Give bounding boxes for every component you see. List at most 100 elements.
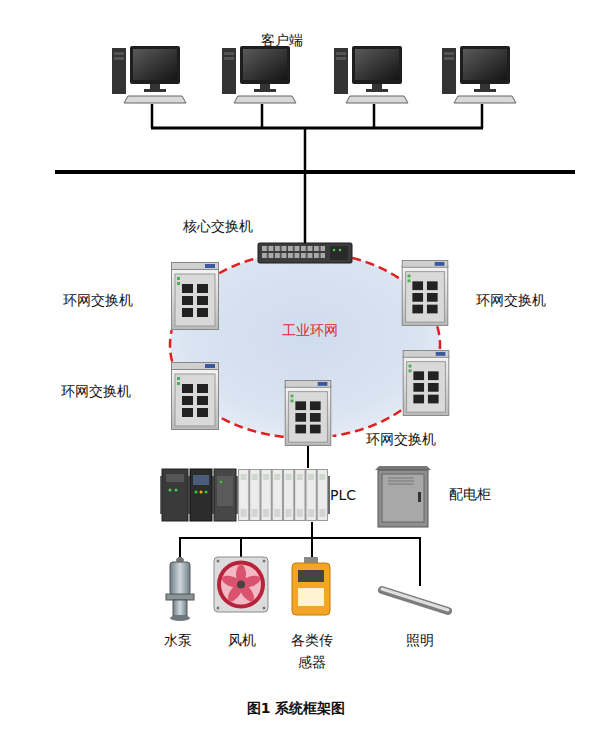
cabinet-icon <box>378 470 428 527</box>
sensor-icon <box>298 570 324 582</box>
ring-link <box>219 417 283 437</box>
fan-icon <box>220 565 261 604</box>
ring-link <box>170 330 172 361</box>
node-label: 各类传 感器 <box>289 629 335 673</box>
network-wires <box>304 128 307 172</box>
wire-link <box>312 522 420 586</box>
sensor: 各类传 感器 <box>290 557 332 617</box>
plc-icon <box>214 469 236 521</box>
cabinet-icon <box>388 478 414 479</box>
water-pump: 水泵 <box>165 557 195 622</box>
node-label: 风机 <box>228 631 256 649</box>
client-computers <box>112 46 186 103</box>
ring-link <box>219 258 258 273</box>
wire-link <box>311 522 313 557</box>
fan-icon <box>239 574 261 590</box>
ring-area-fill <box>170 252 440 438</box>
plc-icon <box>160 476 330 514</box>
plc-icon <box>200 491 203 494</box>
pump-icon <box>166 594 194 600</box>
plc-icon <box>238 469 328 521</box>
network-wires <box>261 104 264 128</box>
cabinet-icon <box>375 466 431 470</box>
fan-icon <box>263 560 266 563</box>
ring-switch: 环网交换机 <box>171 262 219 330</box>
client-computers <box>442 46 516 103</box>
fan-icon <box>263 607 266 610</box>
fan-icon <box>221 565 261 605</box>
core-switch-icon <box>333 249 336 252</box>
node-label: PLC <box>330 486 356 504</box>
plc-icon <box>217 476 233 506</box>
pump-icon <box>173 600 187 616</box>
sensor-icon <box>292 557 330 615</box>
fan-icon <box>217 607 220 610</box>
plc-icon <box>205 491 208 494</box>
wire-link <box>241 522 312 557</box>
node-label: 照明 <box>406 631 434 649</box>
plc-icon <box>195 491 198 494</box>
ring-link <box>352 258 401 280</box>
plc-icon <box>175 489 178 492</box>
core-switch: 核心交换机 <box>258 243 352 263</box>
industrial-ring-network: 工业环网 <box>170 252 440 438</box>
cabinet-icon <box>418 492 421 502</box>
node-label: 环网交换机 <box>366 430 436 448</box>
node-label: 核心交换机 <box>183 217 253 235</box>
sensor-icon <box>304 557 318 564</box>
pump-icon <box>178 557 182 563</box>
ring-area-shape <box>170 252 440 438</box>
client-computers <box>222 46 296 103</box>
node-label: 环网交换机 <box>476 291 546 309</box>
node-label: 环网交换机 <box>63 291 133 309</box>
node-label: 配电柜 <box>449 485 491 503</box>
plc-icon <box>190 469 212 521</box>
node-label: 工业环网 <box>282 321 338 339</box>
lamp-icon <box>382 590 448 611</box>
plc-icon <box>193 475 209 485</box>
network-wires <box>304 172 307 243</box>
figure-caption: 图1 系统框架图 <box>247 699 346 717</box>
wire-link <box>180 522 312 557</box>
pump-icon <box>170 615 190 621</box>
fan-icon <box>237 582 257 604</box>
fan-icon <box>220 574 242 590</box>
network-wires <box>151 127 483 130</box>
cabinet-icon <box>388 484 414 485</box>
network-wires <box>373 104 376 128</box>
lamp-icon <box>382 589 448 610</box>
lighting: 照明 <box>378 586 452 616</box>
sensor-icon <box>298 588 324 606</box>
cabinet-icon <box>382 474 424 522</box>
client-computers <box>334 46 408 103</box>
ring-link <box>333 326 440 436</box>
wire-link <box>307 446 309 468</box>
plc-icon <box>162 469 188 521</box>
fan: 风机 <box>214 557 268 612</box>
ring-switch: 环网交换机 <box>171 362 219 430</box>
fan-icon <box>217 561 265 609</box>
fan-icon <box>225 582 245 604</box>
distribution-cabinet: 配电柜 <box>373 466 430 527</box>
fan-icon <box>237 581 245 589</box>
pump-icon <box>176 558 184 563</box>
fan-icon <box>214 557 268 612</box>
node-label: 环网交换机 <box>61 382 131 400</box>
lamp-icon <box>382 589 448 611</box>
network-wires <box>151 104 154 128</box>
ring-switch: 环网交换机 <box>284 380 332 446</box>
group-label: 客户端 <box>261 31 303 49</box>
fan-icon <box>214 557 268 612</box>
core-switch-icon <box>339 249 342 252</box>
ring-switch: 环网交换机 <box>401 260 449 326</box>
node-label: 水泵 <box>164 631 192 649</box>
network-wires <box>55 104 575 243</box>
sensor-icon <box>292 563 330 615</box>
plc-icon <box>220 481 223 484</box>
pump-icon <box>166 557 194 621</box>
plc-icon <box>166 474 184 482</box>
client-computers <box>112 46 516 103</box>
plc-icon <box>160 469 330 521</box>
